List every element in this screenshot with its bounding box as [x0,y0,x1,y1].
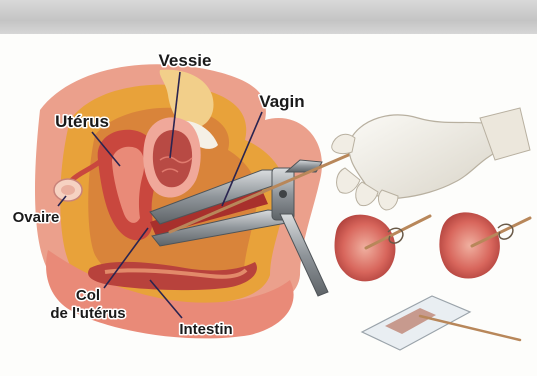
label-bladder: Vessie [159,51,212,70]
ovary-inner [61,185,75,195]
bladder [143,117,200,197]
gloved-hand [332,108,530,210]
microscope-slide [362,296,520,350]
label-cervix-line1: Col [76,287,100,304]
label-vagina: Vagin [259,92,304,111]
glove-thumb [332,134,355,153]
cervix-detail-left [335,215,430,282]
label-uterus: Utérus [55,112,109,131]
ovary [54,179,82,201]
speculum-screw [279,190,287,198]
cervix-right-shape [439,212,500,278]
label-ovary: Ovaire [13,209,60,226]
cervix-detail-right [439,212,530,278]
glove-palm [349,115,500,199]
label-intestine: Intestin [179,321,232,338]
label-cervix-line2: de l'utérus [50,305,125,322]
